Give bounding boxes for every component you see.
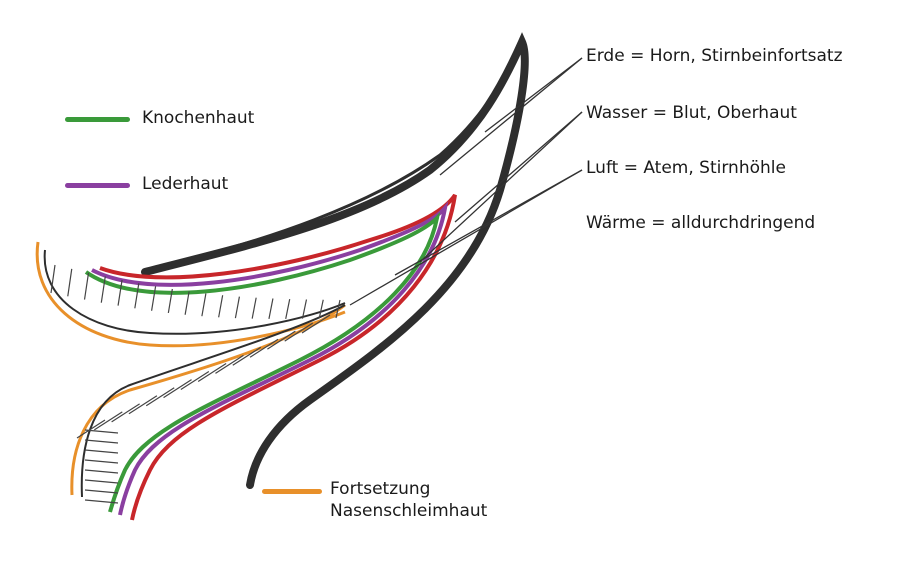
- hatch-line: [84, 469, 119, 474]
- sinus-outline: [43, 249, 346, 335]
- hatch-line: [201, 293, 207, 317]
- annotation-erde: Erde = Horn, Stirnbeinfortsatz: [586, 46, 843, 66]
- hatch-line: [285, 298, 291, 319]
- hatch-line: [84, 439, 119, 444]
- hatch-line: [218, 295, 224, 318]
- hatch-line: [84, 499, 119, 504]
- purple-layer: [91, 200, 449, 516]
- hatch-line: [84, 429, 119, 434]
- hatch-line: [145, 387, 175, 407]
- hatch-line: [180, 371, 210, 391]
- legend-mucosa-label: Fortsetzung Nasenschleimhaut: [330, 479, 488, 521]
- hatch-line: [150, 286, 157, 311]
- legend-mucosa-swatch: [262, 489, 322, 494]
- hatch-line: [84, 449, 119, 454]
- annotation-luft: Luft = Atem, Stirnhöhle: [586, 158, 786, 178]
- hatch-line: [76, 419, 106, 439]
- hatch-line: [215, 354, 244, 374]
- red-layer: [99, 193, 457, 521]
- hatch-line: [128, 395, 158, 415]
- hatch-line: [184, 291, 190, 315]
- horn-inner-edge: [154, 49, 520, 270]
- legend-knochenhaut-swatch: [65, 117, 130, 122]
- green-layer: [84, 211, 441, 513]
- hatch-line: [100, 276, 106, 303]
- hatch-line: [67, 268, 73, 297]
- hatch-line: [318, 299, 324, 319]
- hatch-line: [84, 459, 119, 464]
- hatch-line: [284, 322, 314, 342]
- leader-waerme: [349, 169, 583, 306]
- hatch-line: [167, 288, 173, 314]
- hatching: [50, 264, 341, 504]
- hatch-line: [234, 296, 241, 319]
- hatch-line: [268, 298, 274, 319]
- hatch-line: [251, 297, 257, 319]
- legend-lederhaut-label: Lederhaut: [142, 174, 229, 194]
- hatch-line: [84, 479, 119, 484]
- leader-wasser: [454, 111, 583, 223]
- leader-lines: [349, 57, 583, 306]
- leader-erde: [484, 57, 583, 133]
- hatch-line: [335, 299, 341, 319]
- hatch-line: [111, 403, 140, 423]
- hatch-line: [232, 346, 262, 366]
- hatch-line: [301, 314, 331, 334]
- hatch-line: [301, 299, 308, 319]
- annotation-waerme: Wärme = alldurchdringend: [586, 213, 816, 233]
- hatch-line: [117, 279, 123, 306]
- legend-lederhaut-swatch: [65, 183, 130, 188]
- hatch-line: [249, 338, 279, 358]
- hatch-line: [267, 330, 296, 350]
- hatch-line: [163, 379, 192, 399]
- hatch-line: [93, 411, 123, 431]
- hatch-line: [84, 489, 119, 494]
- sinus-outline-lower: [80, 304, 346, 498]
- hatch-line: [83, 272, 90, 300]
- hatch-line: [197, 362, 227, 382]
- annotation-wasser: Wasser = Blut, Oberhaut: [586, 103, 797, 123]
- leader-erde-2: [439, 57, 583, 176]
- legend-knochenhaut-label: Knochenhaut: [142, 108, 255, 128]
- hatch-line: [50, 264, 56, 294]
- hatch-line: [134, 283, 140, 309]
- leader-wasser-2: [419, 111, 583, 263]
- horn-outer-shell: [141, 32, 529, 489]
